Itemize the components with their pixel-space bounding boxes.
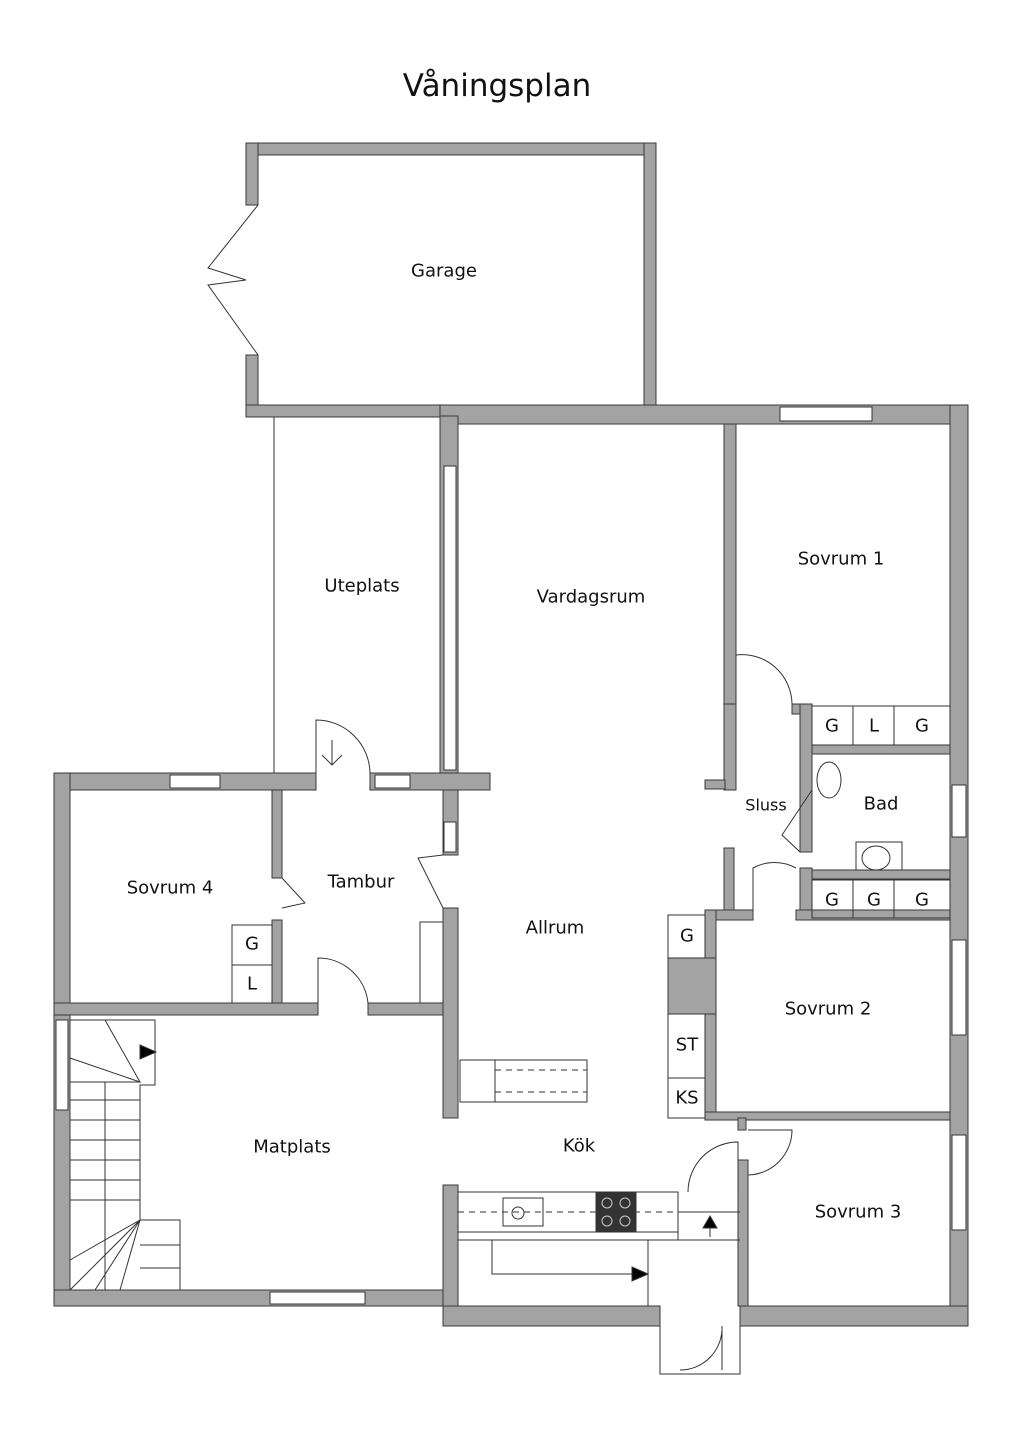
storage-label: ST [675,1034,699,1056]
closet-label: G [915,715,929,737]
room-label-garage: Garage [411,260,477,282]
closet-label: G [867,889,881,911]
doors-and-fixtures [69,204,951,1375]
closet-label: G [680,925,694,947]
fridge-freezer-label: KS [675,1087,699,1109]
room-label-allrum: Allrum [525,917,585,939]
room-label-vardagsrum: Vardagsrum [536,586,646,608]
room-label-sovrum4: Sovrum 4 [126,877,214,899]
room-label-sovrum2: Sovrum 2 [784,998,872,1020]
room-label-tambur: Tambur [327,871,395,893]
closet-label: G [245,933,259,955]
room-label-sovrum1: Sovrum 1 [797,548,885,570]
closet-label: G [825,715,839,737]
windows [55,406,967,1305]
closet-label: G [915,889,929,911]
room-label-sovrum3: Sovrum 3 [814,1201,902,1223]
room-label-kok: Kök [562,1135,596,1157]
room-label-matplats: Matplats [253,1136,331,1158]
linen-label: L [868,715,880,737]
closet-label: G [825,889,839,911]
plan-title: Våningsplan [402,68,592,104]
room-label-bad: Bad [863,793,899,815]
room-label-sluss: Sluss [745,795,787,815]
linen-label: L [246,973,258,995]
room-label-uteplats: Uteplats [324,575,400,597]
